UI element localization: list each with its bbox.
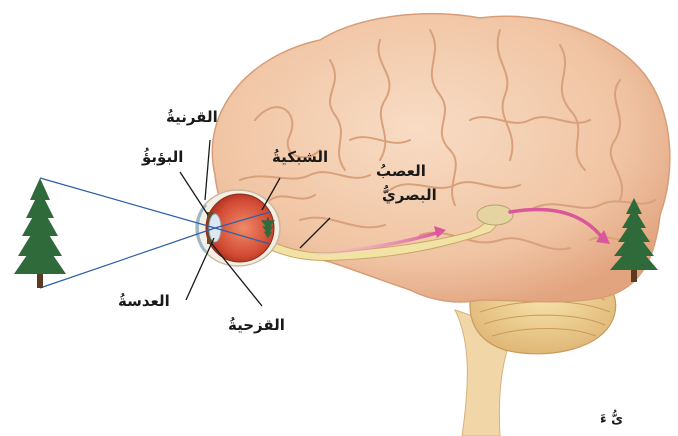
- object-tree: [14, 178, 66, 288]
- label-optic-nerve-1: العصبُ: [376, 162, 426, 180]
- label-cornea: القرنيةُ: [166, 108, 218, 126]
- label-optic-nerve-2: البصريُّ: [382, 186, 437, 204]
- label-pupil: البؤبؤُ: [142, 148, 183, 166]
- footer-fragment: ىُّ ءَ: [600, 412, 623, 427]
- label-iris: القزحيةُ: [228, 316, 285, 334]
- label-retina: الشبكيةُ: [272, 148, 328, 166]
- label-lens: العدسةُ: [118, 292, 170, 310]
- optic-chiasm: [477, 205, 513, 225]
